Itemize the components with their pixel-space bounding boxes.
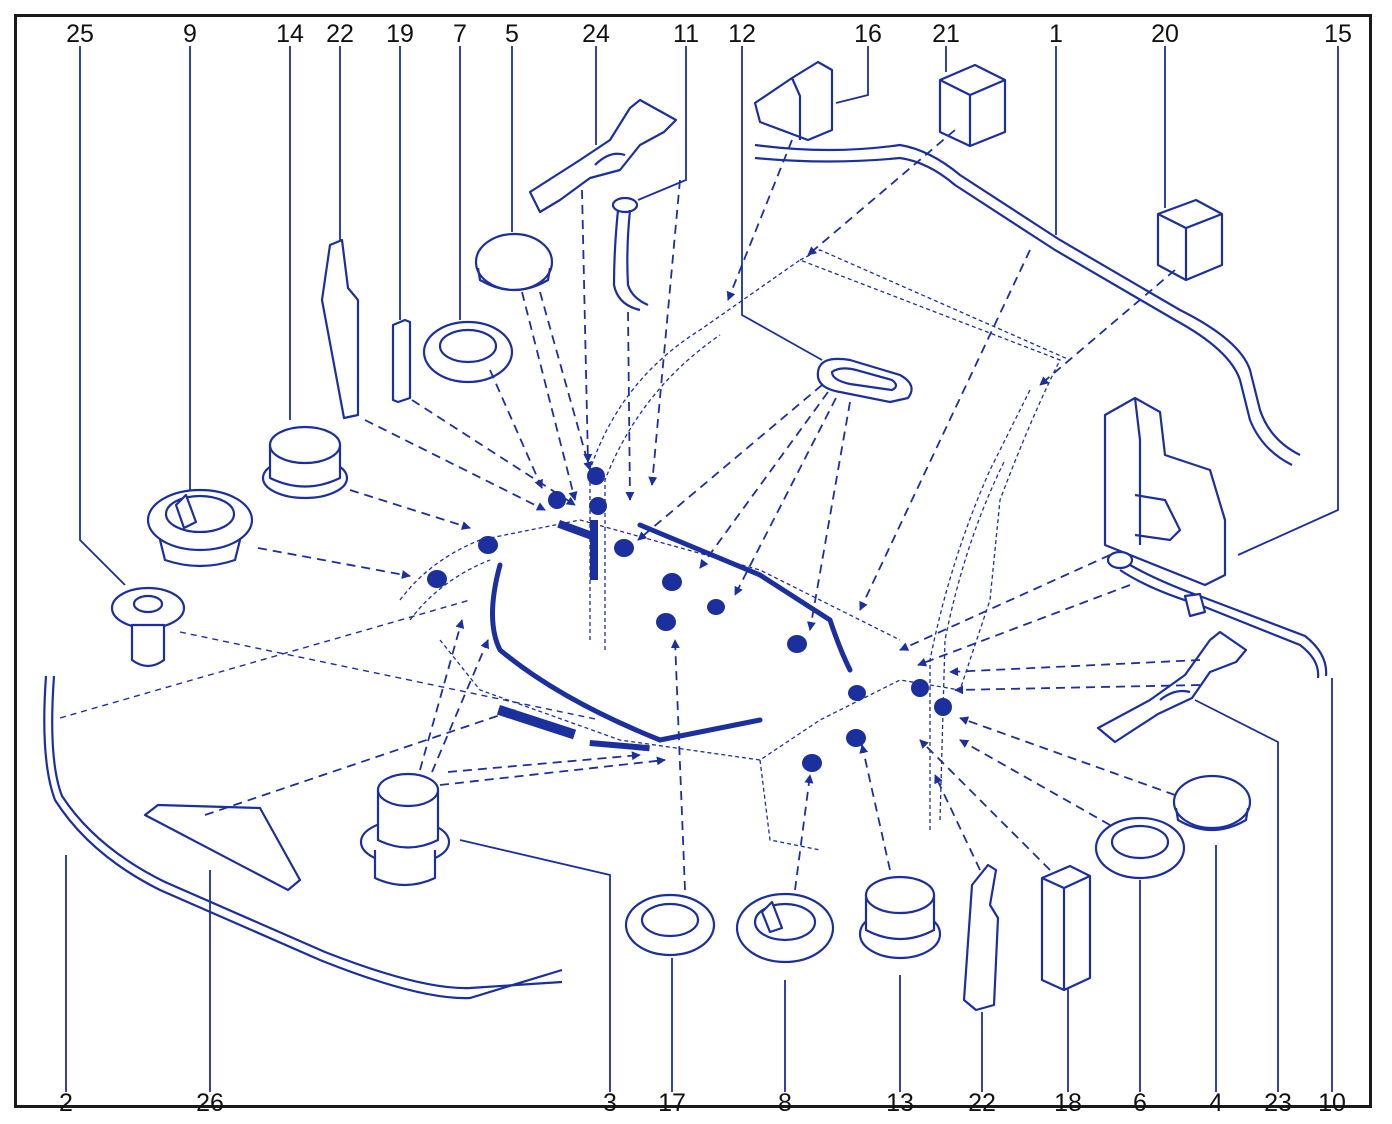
callout-9: 9 bbox=[183, 20, 197, 48]
callout-21: 21 bbox=[932, 20, 960, 48]
callout-12: 12 bbox=[728, 20, 756, 48]
part-13-cap bbox=[858, 875, 942, 960]
part-23-seal bbox=[1096, 630, 1248, 744]
assembly-arrows bbox=[59, 129, 1201, 891]
part-8-grommet bbox=[735, 892, 835, 964]
callout-14: 14 bbox=[276, 20, 304, 48]
leader-lines bbox=[65, 46, 1339, 1092]
callout-7: 7 bbox=[453, 20, 467, 48]
callout-23: 23 bbox=[1264, 1089, 1292, 1117]
callouts-bottom: 2 26 3 17 8 13 22 18 6 4 23 10 bbox=[59, 1089, 1346, 1117]
part-25-plug bbox=[110, 586, 186, 668]
callout-20: 20 bbox=[1151, 20, 1179, 48]
callout-2: 2 bbox=[59, 1089, 73, 1117]
part-17-ring bbox=[624, 893, 716, 957]
callout-19: 19 bbox=[386, 20, 414, 48]
callout-22-top: 22 bbox=[326, 20, 354, 48]
part-22-foam-bottom bbox=[962, 863, 1000, 1012]
part-11-drain-tube bbox=[611, 196, 649, 312]
callout-26: 26 bbox=[196, 1089, 224, 1117]
callout-8: 8 bbox=[778, 1089, 792, 1117]
callout-17: 17 bbox=[658, 1089, 686, 1117]
callout-22-bottom: 22 bbox=[968, 1089, 996, 1117]
part-5-cap bbox=[474, 232, 554, 292]
part-4-cap bbox=[1172, 774, 1252, 831]
callout-3: 3 bbox=[603, 1089, 617, 1117]
vehicle-body-shell bbox=[399, 249, 1071, 851]
callout-1: 1 bbox=[1049, 20, 1063, 48]
part-1-seal-strip bbox=[754, 143, 1301, 466]
part-10-hose bbox=[1106, 550, 1328, 679]
callout-24: 24 bbox=[582, 20, 610, 48]
part-7-ring bbox=[422, 320, 514, 384]
part-6-ring bbox=[1094, 816, 1186, 880]
callout-13: 13 bbox=[886, 1089, 914, 1117]
callout-10: 10 bbox=[1318, 1089, 1346, 1117]
part-3-plug bbox=[359, 772, 451, 887]
part-24-seal-top bbox=[528, 98, 678, 214]
callout-5: 5 bbox=[505, 20, 519, 48]
callout-15: 15 bbox=[1324, 20, 1352, 48]
callout-25: 25 bbox=[66, 20, 94, 48]
part-16-foam bbox=[753, 60, 834, 142]
callout-6: 6 bbox=[1133, 1089, 1147, 1117]
callouts-top: 25 9 14 22 19 7 5 24 11 12 16 21 1 20 15 bbox=[66, 20, 1352, 48]
part-14-cap bbox=[261, 425, 349, 500]
part-21-cube bbox=[938, 63, 1007, 148]
callout-11: 11 bbox=[673, 20, 699, 48]
callout-4: 4 bbox=[1209, 1089, 1223, 1117]
callout-16: 16 bbox=[854, 20, 882, 48]
part-2-edge-strip bbox=[43, 675, 563, 1000]
callout-18: 18 bbox=[1054, 1089, 1082, 1117]
part-26-pad bbox=[143, 803, 302, 892]
part-12-oval-grommet bbox=[816, 357, 913, 404]
part-19-foam-block bbox=[391, 318, 412, 404]
part-9-grommet bbox=[146, 488, 254, 568]
part-18-foam bbox=[1040, 864, 1092, 992]
installed-grommets bbox=[427, 467, 952, 772]
part-15-foam-block bbox=[1103, 396, 1227, 587]
part-20-cube bbox=[1156, 198, 1224, 282]
part-22-foam-top bbox=[320, 238, 360, 420]
